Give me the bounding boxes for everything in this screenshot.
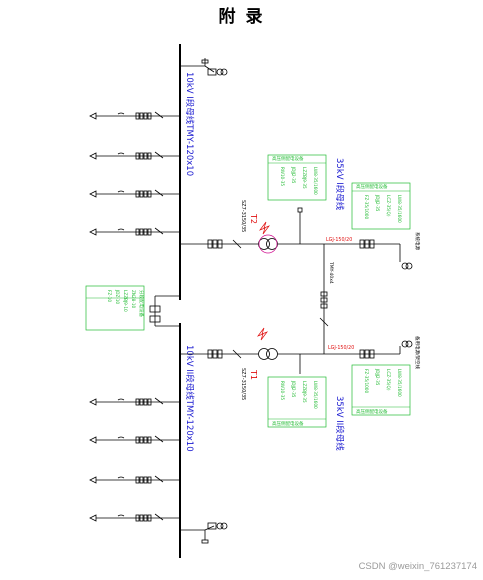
t1-lightning-icon	[256, 327, 269, 341]
t2-highlight	[258, 234, 278, 254]
table-left-tie-item-3: FZ-10	[107, 290, 112, 302]
table-upper-right-header: 高压侧配电设备	[356, 183, 388, 190]
table-lower-left-item-0: LW8-35/1600	[313, 381, 318, 409]
t1-model: SZ7-3150/35	[240, 368, 246, 400]
table-upper-left-item-3: RW10-35	[280, 167, 285, 186]
table-lower-right-item-1: LCZ-35(Q)	[386, 369, 391, 391]
table-lower-left: 高压侧配电设备 LW8-35/1600 LZZBJ9-35 JDJJ2-35 R…	[267, 376, 327, 428]
table-upper-right-item-1: LCZ-35(Q)	[386, 195, 391, 217]
table-upper-right-item-2: JDJJ2-35	[375, 194, 380, 212]
table-lower-left-item-3: RW10-35	[280, 381, 285, 400]
table-lower-right-item-0: LW8-35/1600	[397, 369, 402, 397]
lower-feeder-1	[89, 397, 180, 406]
table-lower-left-item-2: JDJJ2-35	[291, 380, 296, 398]
table-upper-right: 高压侧配电设备 LW8-35/1600 LCZ-35(Q) JDJJ2-35 F…	[351, 182, 411, 230]
upper-feeder-4	[89, 227, 180, 236]
lower-feeder-2	[89, 435, 180, 444]
table-lower-right-header: 高压侧配电设备	[356, 408, 388, 415]
page-title: 附 录	[218, 7, 265, 27]
table-lower-right-item-2: JDJJ2-35	[375, 368, 380, 386]
tie-label: TMY-40x4	[328, 261, 334, 284]
upper-feeder-2	[89, 151, 180, 160]
t1-name: T1	[249, 369, 258, 380]
upper-source-label: 系统电源	[414, 232, 421, 250]
table-lower-left-item-1: LZZBJ9-35	[302, 381, 307, 403]
t2-model: SZ7-3150/35	[240, 200, 246, 232]
bus-10kv-lower-label: 10kV II段母线TMY-120x10	[184, 345, 195, 452]
bus-35kv-lower-label: 35kV II段母线	[334, 396, 345, 451]
lower-feeder-4	[89, 513, 180, 522]
table-lower-right-item-3: FZ-35/1000	[364, 369, 369, 393]
table-left-tie-item-2: JDZ-10	[115, 289, 120, 304]
bus-tie-35kv	[319, 291, 329, 327]
lower-incoming-label: LGJ-150/20	[328, 345, 354, 351]
table-lower-right: 高压侧配电设备 LW8-35/1600 LCZ-35(Q) JDJJ2-35 F…	[351, 364, 411, 416]
table-left-tie-header: 分段配电设备	[138, 290, 145, 317]
upper-feeder-1	[89, 111, 180, 120]
table-upper-right-item-3: FZ-35/1000	[364, 195, 369, 219]
feeder-top-station	[180, 58, 228, 76]
lower-source-label: 备用电源/架空线	[414, 336, 421, 370]
branch-t1	[180, 340, 413, 374]
table-lower-left-header: 高压侧配电设备	[272, 420, 304, 427]
bus-35kv-upper-label: 35kV I段母线	[334, 158, 345, 211]
table-upper-left-header: 高压侧配电设备	[272, 155, 304, 162]
table-left-tie-item-1: LZZBJ9-10	[123, 290, 128, 312]
watermark-text: CSDN @weixin_761237174	[358, 561, 477, 572]
table-upper-left-item-2: JDJJ2-35	[291, 166, 296, 184]
t2-lightning-icon	[258, 221, 271, 235]
table-upper-left-item-1: LZZBJ9-35	[302, 167, 307, 189]
branch-t2	[180, 207, 413, 350]
table-upper-left-item-0: LW8-35/1600	[313, 167, 318, 195]
table-upper-left: 高压侧配电设备 LW8-35/1600 LZZBJ9-35 JDJJ2-35 R…	[267, 154, 327, 201]
upper-feeder-3	[89, 189, 180, 198]
table-upper-right-item-0: LW8-35/1600	[397, 195, 402, 223]
bus-tie-10kv	[149, 295, 180, 327]
table-left-tie: 分段配电设备 ZN28-10 LZZBJ9-10 JDZ-10 FZ-10	[85, 285, 145, 331]
lower-feeder-3	[89, 475, 180, 484]
t2-name: T2	[249, 213, 258, 224]
table-left-tie-item-0: ZN28-10	[131, 290, 136, 309]
feeder-bottom-station	[180, 522, 228, 544]
bus-10kv-upper-label: 10kV I段母线TMY-120x10	[184, 72, 195, 176]
upper-incoming-label: LGJ-150/20	[326, 237, 352, 243]
